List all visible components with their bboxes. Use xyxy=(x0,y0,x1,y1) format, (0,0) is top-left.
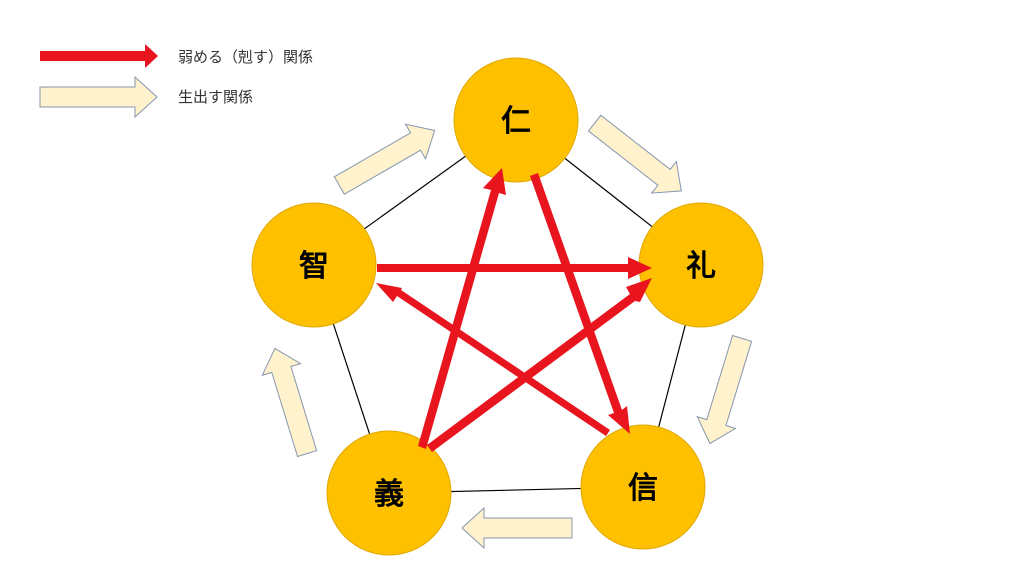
node-jin: 仁 xyxy=(453,57,579,183)
generate-arrow-chi-to-jin xyxy=(333,123,436,195)
node-chi-label: 智 xyxy=(299,249,329,284)
generate-arrow-shin-to-gi xyxy=(461,506,573,550)
generate-arrow-gi-to-chi xyxy=(261,347,318,458)
overcome-arrow-jin-to-shin xyxy=(530,173,630,434)
overcome-arrow-rei-to-gi xyxy=(427,278,652,452)
legend-generate: 生出す関係 xyxy=(39,75,253,119)
nodes: 仁 礼 信 義 智 xyxy=(251,57,764,556)
node-gi-label: 義 xyxy=(374,477,404,512)
generate-arrows xyxy=(261,114,753,550)
node-gi: 義 xyxy=(326,430,452,556)
node-jin-label: 仁 xyxy=(501,104,531,139)
node-shin-label: 信 xyxy=(628,471,658,506)
legend-overcome-label: 弱める（剋す）関係 xyxy=(178,48,313,66)
node-chi: 智 xyxy=(251,202,377,328)
legend: 弱める（剋す）関係 生出す関係 xyxy=(39,44,313,119)
legend-cream-arrow-icon xyxy=(39,75,158,119)
legend-overcome: 弱める（剋す）関係 xyxy=(40,44,313,68)
overcome-arrow-shin-to-chi xyxy=(376,283,610,436)
overcome-arrow-chi-to-rei xyxy=(377,257,652,279)
generate-arrow-jin-to-rei xyxy=(587,114,682,194)
legend-red-arrow-icon xyxy=(40,44,158,68)
legend-generate-label: 生出す関係 xyxy=(178,88,253,106)
overcome-arrow-gi-to-jin xyxy=(418,168,506,449)
overcome-arrows xyxy=(376,168,652,452)
node-rei-label: 礼 xyxy=(686,249,716,284)
generate-arrow-rei-to-shin xyxy=(696,334,753,445)
node-rei: 礼 xyxy=(638,202,764,328)
node-shin: 信 xyxy=(580,424,706,550)
